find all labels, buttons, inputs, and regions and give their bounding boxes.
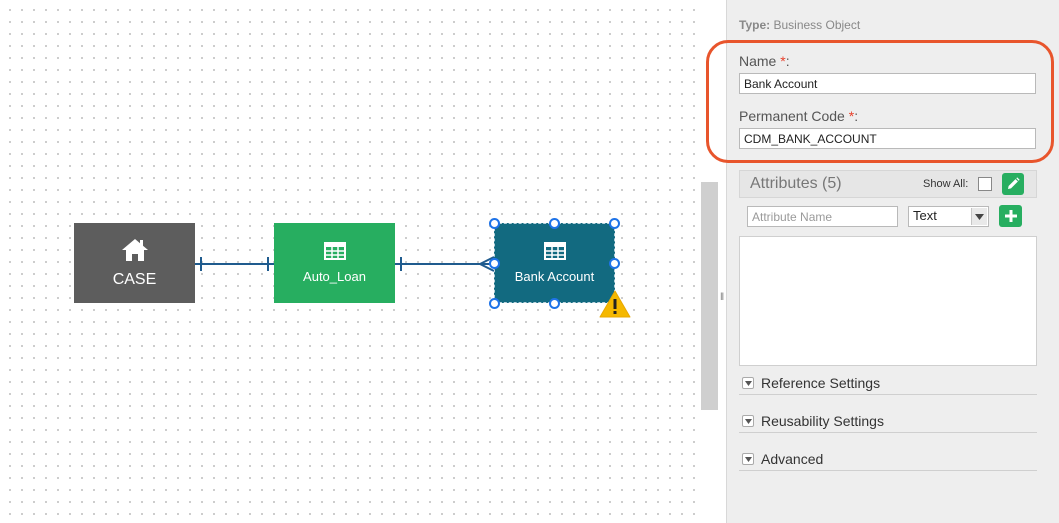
show-all-checkbox[interactable] bbox=[978, 177, 992, 191]
attributes-list[interactable] bbox=[739, 236, 1037, 366]
label-suffix: : bbox=[854, 108, 859, 124]
edit-attributes-button[interactable] bbox=[1002, 173, 1024, 195]
attributes-title: Attributes (5) bbox=[750, 175, 842, 192]
section-reusability-settings[interactable]: Reusability Settings bbox=[739, 412, 1037, 433]
resize-handle-n[interactable] bbox=[549, 218, 560, 229]
required-marker: * bbox=[780, 53, 786, 69]
node-bank-account[interactable]: Bank Account bbox=[494, 223, 615, 303]
label-suffix: : bbox=[785, 53, 790, 69]
node-label: Auto_Loan bbox=[303, 269, 366, 284]
node-label: Bank Account bbox=[514, 269, 595, 284]
required-marker: * bbox=[848, 108, 855, 124]
attributes-header: Attributes (5) Show All: bbox=[739, 170, 1037, 198]
diagram-canvas[interactable]: CASE Auto_Loan Bank Account bbox=[0, 0, 701, 523]
properties-panel: Type: Business Object Name *: Permanent … bbox=[726, 0, 1059, 523]
expand-icon bbox=[742, 415, 754, 427]
section-advanced[interactable]: Advanced bbox=[739, 450, 1037, 471]
section-reference-settings[interactable]: Reference Settings bbox=[739, 374, 1037, 395]
attributes-section: Attributes (5) Show All: Text bbox=[739, 170, 1037, 366]
permanent-code-label: Permanent Code *: bbox=[739, 108, 858, 124]
node-case[interactable]: CASE bbox=[74, 223, 195, 303]
name-label: Name *: bbox=[739, 53, 790, 69]
pencil-icon bbox=[1008, 177, 1020, 189]
section-label: Reference Settings bbox=[761, 375, 881, 391]
expand-icon bbox=[742, 453, 754, 465]
attribute-type-select[interactable]: Text bbox=[908, 206, 989, 227]
highlight-annotation bbox=[706, 40, 1054, 163]
resize-handle-ne[interactable] bbox=[609, 218, 620, 229]
resize-handle-sw[interactable] bbox=[489, 298, 500, 309]
connector-layer bbox=[195, 256, 495, 272]
node-auto-loan[interactable]: Auto_Loan bbox=[274, 223, 395, 303]
section-label: Advanced bbox=[761, 451, 824, 467]
type-label: Type: bbox=[739, 18, 771, 32]
attribute-type-value: Text bbox=[913, 208, 937, 223]
code-label-text: Permanent Code bbox=[739, 108, 845, 124]
attribute-add-row: Text bbox=[739, 198, 1037, 236]
section-label: Reusability Settings bbox=[761, 413, 884, 429]
resize-handle-w[interactable] bbox=[489, 258, 500, 269]
home-icon bbox=[121, 239, 148, 261]
table-icon bbox=[323, 242, 346, 260]
chevron-down-icon bbox=[971, 208, 987, 225]
warning-icon[interactable] bbox=[598, 289, 632, 319]
type-row: Type: Business Object bbox=[739, 18, 860, 32]
plus-icon bbox=[1004, 210, 1017, 222]
splitter-grip-icon[interactable]: ‖ bbox=[720, 292, 725, 303]
node-label: CASE bbox=[112, 271, 157, 288]
attribute-name-input[interactable] bbox=[747, 206, 898, 227]
table-icon bbox=[543, 242, 566, 260]
show-all-label: Show All: bbox=[923, 178, 969, 190]
canvas-scrollbar[interactable] bbox=[701, 182, 718, 410]
expand-icon bbox=[742, 377, 754, 389]
resize-handle-s[interactable] bbox=[549, 298, 560, 309]
resize-handle-e[interactable] bbox=[609, 258, 620, 269]
name-input[interactable] bbox=[739, 73, 1036, 94]
resize-handle-nw[interactable] bbox=[489, 218, 500, 229]
type-value: Business Object bbox=[773, 18, 861, 32]
permanent-code-input[interactable] bbox=[739, 128, 1036, 149]
add-attribute-button[interactable] bbox=[999, 205, 1022, 227]
name-label-text: Name bbox=[739, 53, 777, 69]
